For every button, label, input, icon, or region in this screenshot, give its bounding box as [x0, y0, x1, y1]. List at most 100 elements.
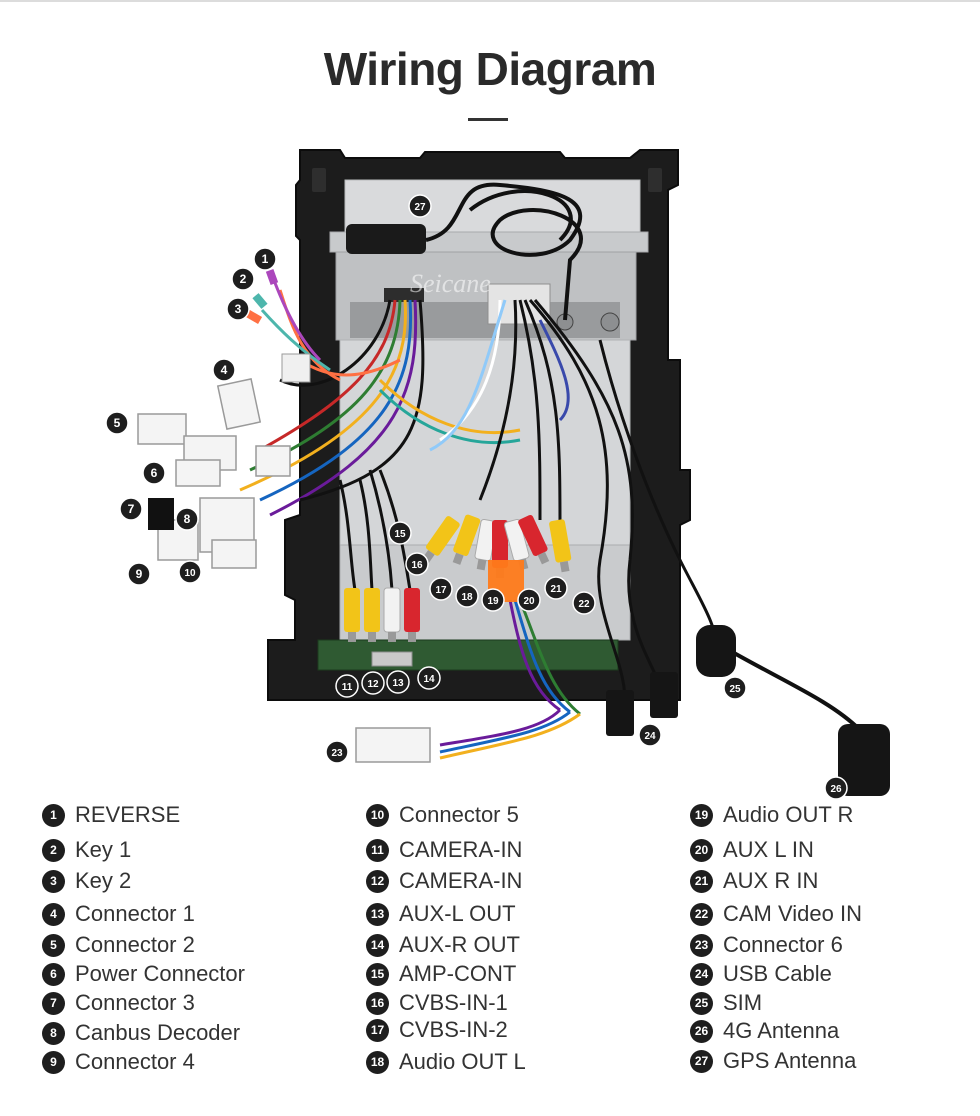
callout-badge: 25	[723, 676, 747, 700]
callout-badge: 23	[325, 740, 349, 764]
callout-number: 25	[729, 684, 741, 695]
callout-number: 14	[423, 674, 435, 685]
legend-number-badge: 21	[690, 869, 713, 893]
legend-number-badge: 26	[690, 1019, 713, 1043]
callout-number: 1	[262, 252, 269, 266]
callout-badge: 20	[517, 588, 541, 612]
legend-item: 7 Connector 3	[42, 990, 195, 1016]
legend-number-badge: 10	[366, 803, 389, 827]
legend-item: 19 Audio OUT R	[690, 802, 853, 828]
legend-number-badge: 16	[366, 991, 389, 1015]
legend-label: CAMERA-IN	[399, 837, 523, 862]
callout-number: 11	[342, 682, 353, 693]
callout-badge: 19	[481, 588, 505, 612]
callout-badge: 11	[335, 674, 359, 698]
legend-number-badge: 13	[366, 902, 389, 926]
callout-number: 3	[235, 302, 242, 316]
callout-number: 9	[136, 567, 143, 581]
legend-number-badge: 15	[366, 962, 389, 986]
legend-number-badge: 2	[42, 838, 65, 862]
top-divider	[0, 0, 980, 2]
legend-number-badge: 17	[366, 1018, 389, 1042]
callout-badge: 24	[638, 723, 662, 747]
callout-badge: 10	[178, 560, 202, 584]
callout-badge: 2	[231, 267, 255, 291]
wire-ends	[245, 269, 311, 383]
callout-badge: 6	[142, 461, 166, 485]
legend-label: CVBS-IN-2	[399, 1017, 508, 1042]
legend-item: 20 AUX L IN	[690, 837, 814, 863]
callout-number: 23	[331, 748, 343, 759]
legend-number-badge: 5	[42, 933, 65, 957]
callout-badge: 21	[544, 576, 568, 600]
rca-plugs	[344, 514, 572, 642]
callout-number: 15	[394, 529, 406, 540]
callout-badge: 4	[212, 358, 236, 382]
legend-label: SIM	[723, 990, 763, 1015]
legend-label: Key 1	[75, 837, 132, 862]
legend-label: GPS Antenna	[723, 1048, 857, 1073]
callout-badge: 18	[455, 584, 479, 608]
callout-number: 24	[644, 731, 656, 742]
callout-badge: 13	[386, 670, 410, 694]
legend-label: Connector 2	[75, 932, 195, 957]
legend-label: 4G Antenna	[723, 1018, 840, 1043]
legend-label: Connector 3	[75, 990, 195, 1015]
legend-label: AMP-CONT	[399, 961, 517, 986]
legend-item: 23 Connector 6	[690, 932, 843, 958]
callout-number: 26	[830, 784, 842, 795]
callout-number: 7	[128, 502, 135, 516]
white-connectors	[137, 378, 431, 763]
legend-number-badge: 4	[42, 902, 65, 926]
legend-label: CVBS-IN-1	[399, 990, 508, 1015]
callout-number: 18	[461, 592, 473, 603]
legend-number-badge: 23	[690, 933, 713, 957]
legend-number-badge: 18	[366, 1050, 389, 1074]
legend-item: 26 4G Antenna	[690, 1018, 839, 1044]
callout-badge: 8	[175, 507, 199, 531]
legend-number-badge: 25	[690, 991, 713, 1015]
legend-label: AUX-L OUT	[399, 901, 516, 926]
legend-number-badge: 19	[690, 803, 713, 827]
callout-number: 21	[550, 584, 562, 595]
legend-number-badge: 22	[690, 902, 713, 926]
callout-number: 19	[487, 596, 499, 607]
callout-badge: 16	[405, 552, 429, 576]
legend-item: 13 AUX-L OUT	[366, 901, 516, 927]
callout-number: 27	[414, 202, 426, 213]
legend-number-badge: 20	[690, 838, 713, 862]
wire-harness	[239, 274, 862, 760]
legend-label: AUX-R OUT	[399, 932, 520, 957]
legend-label: CAMERA-IN	[399, 868, 523, 893]
callout-badge: 7	[119, 497, 143, 521]
callout-badge: 3	[226, 297, 250, 321]
callout-number: 2	[240, 272, 247, 286]
callout-badge: 14	[417, 666, 441, 690]
legend-item: 5 Connector 2	[42, 932, 195, 958]
legend-number-badge: 27	[690, 1049, 713, 1073]
wiring-diagram-illustration: Seicane	[105, 149, 890, 800]
callout-number: 22	[578, 599, 590, 610]
callout-number: 10	[184, 568, 196, 579]
legend-label: Connector 6	[723, 932, 843, 957]
legend-number-badge: 6	[42, 962, 65, 986]
legend-number-badge: 1	[42, 803, 65, 827]
legend-number-badge: 7	[42, 991, 65, 1015]
callout-badge: 5	[105, 411, 129, 435]
callout-number: 13	[392, 678, 404, 689]
legend-label: Audio OUT R	[723, 802, 854, 827]
canbus-decoder-box	[148, 498, 174, 530]
legend-label: AUX L IN	[723, 837, 814, 862]
legend-label: Connector 1	[75, 901, 195, 926]
